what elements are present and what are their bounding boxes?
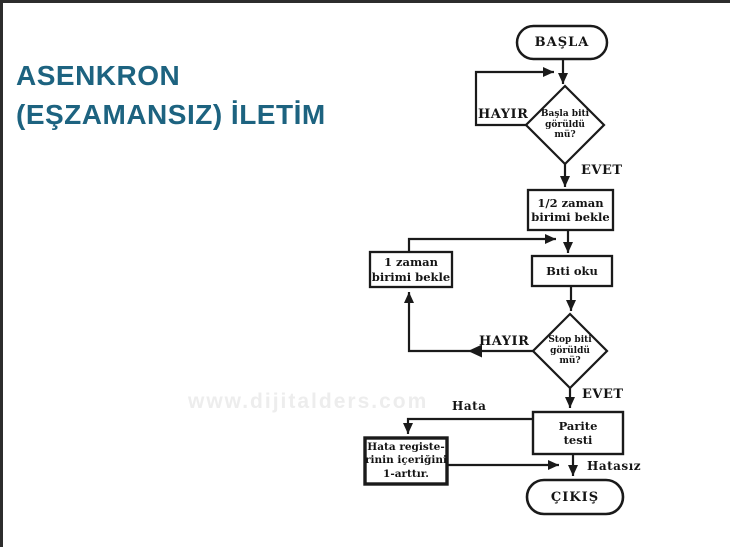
watermark-text: www.dijitalders.com [188, 390, 429, 413]
increment-error-register-label: Hata registe- rinin içeriğini 1-arttır. [365, 440, 447, 480]
read-bit-shape [530, 254, 614, 288]
parity-test-label: Parite testi [558, 418, 598, 447]
edge-stopbit-no-loop [404, 292, 533, 353]
edge-label-parity-ok: Hatasız [587, 459, 642, 473]
edge-label-stopbit-no: HAYIR [479, 334, 530, 349]
edge-label-parity-error: Hata [452, 399, 487, 413]
slide-title-line2: (EŞZAMANSIZ) İLETİM [16, 99, 326, 130]
read-bit-label: Bıti oku [546, 263, 598, 278]
slide-title: ASENKRON (EŞZAMANSIZ) İLETİM [16, 56, 356, 134]
wait-half-unit-shape [526, 188, 615, 232]
wait-one-unit-label: 1 zaman birimi bekle [371, 255, 451, 284]
slide-top-border [0, 0, 730, 3]
slide-title-line1: ASENKRON [16, 60, 181, 91]
edge-wait-one-to-read [407, 234, 556, 252]
parity-test-shape [531, 410, 625, 456]
wait-one-unit-shape [368, 250, 454, 289]
end-terminal-label: ÇIKIŞ [550, 489, 600, 505]
decision-stop-bit-label: Stop biti görüldü mü? [548, 334, 592, 367]
edge-parity-error [403, 417, 533, 434]
edge-label-stopbit-yes: EVET [582, 387, 624, 402]
start-terminal-label: BAŞLA [534, 35, 590, 50]
end-terminal-shape [525, 478, 625, 516]
wait-half-unit-label: 1/2 zaman birimi bekle [531, 195, 610, 224]
edge-startbit-no-loop [474, 67, 554, 127]
increment-error-register-shape [363, 436, 449, 486]
edge-label-startbit-no: HAYIR [478, 107, 529, 122]
mid-arrowhead-stopbit-no [468, 344, 482, 358]
decision-start-bit-label: Başla biti görüldü mü? [540, 108, 590, 141]
edge-label-startbit-yes: EVET [581, 163, 623, 178]
slide-left-border [0, 0, 3, 547]
